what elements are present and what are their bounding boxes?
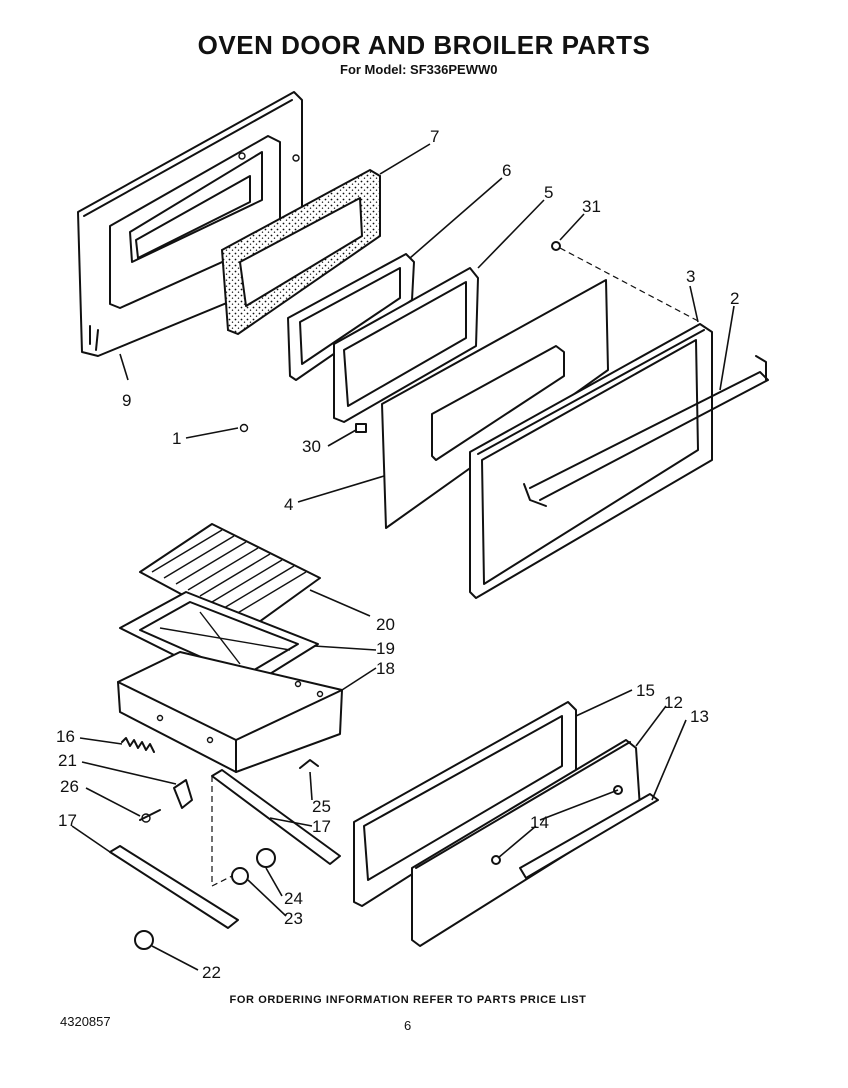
part-drawer-trim	[519, 793, 659, 879]
leader-lines	[71, 143, 735, 971]
callout-22: 22	[202, 963, 221, 982]
callout-17a: 17	[312, 817, 331, 836]
part-clip	[299, 759, 319, 769]
callout-23: 23	[284, 909, 303, 928]
callout-9: 9	[122, 391, 131, 410]
callout-24: 24	[284, 889, 303, 908]
callout-5: 5	[544, 183, 553, 202]
part-drawer-rail-upper	[211, 769, 341, 865]
callout-25: 25	[312, 797, 331, 816]
callout-16: 16	[56, 727, 75, 746]
callout-1: 1	[172, 429, 181, 448]
callout-3: 3	[686, 267, 695, 286]
part-roller-lower	[134, 930, 154, 950]
callout-14: 14	[530, 813, 549, 832]
callout-13: 13	[690, 707, 709, 726]
callout-26: 26	[60, 777, 79, 796]
part-outer-glass	[381, 279, 609, 529]
callout-31: 31	[582, 197, 601, 216]
part-door-insulation	[220, 168, 381, 336]
part-glass-retainer	[333, 267, 479, 423]
callout-30: 30	[302, 437, 321, 456]
callout-2: 2	[730, 289, 739, 308]
callout-15: 15	[636, 681, 655, 700]
part-small-hardware	[239, 241, 701, 433]
part-screw	[139, 809, 161, 823]
model-subtitle: For Model: SF336PEWW0	[340, 62, 498, 77]
callout-12: 12	[664, 693, 683, 712]
callout-6: 6	[502, 161, 511, 180]
part-outer-door-frame	[469, 323, 713, 599]
page-title: OVEN DOOR AND BROILER PARTS	[197, 30, 651, 60]
page-number: 6	[404, 1018, 412, 1033]
part-broiler-drawer	[117, 651, 343, 773]
callout-20: 20	[376, 615, 395, 634]
callout-19: 19	[376, 639, 395, 658]
document-number: 4320857	[60, 1014, 111, 1029]
part-drawer-rail-lower	[109, 845, 239, 929]
part-rollers	[211, 776, 276, 887]
part-latch	[173, 779, 193, 809]
callout-4: 4	[284, 495, 293, 514]
callout-18: 18	[376, 659, 395, 678]
callout-numbers: 7 6 5 31 3 2 9 1 30 4 20 19 18 16 21 26 …	[56, 127, 739, 982]
callout-17b: 17	[58, 811, 77, 830]
part-spring	[121, 737, 155, 753]
callout-7: 7	[430, 127, 439, 146]
part-door-handle	[523, 355, 769, 507]
callout-21: 21	[58, 751, 77, 770]
ordering-note: FOR ORDERING INFORMATION REFER TO PARTS …	[229, 994, 587, 1006]
